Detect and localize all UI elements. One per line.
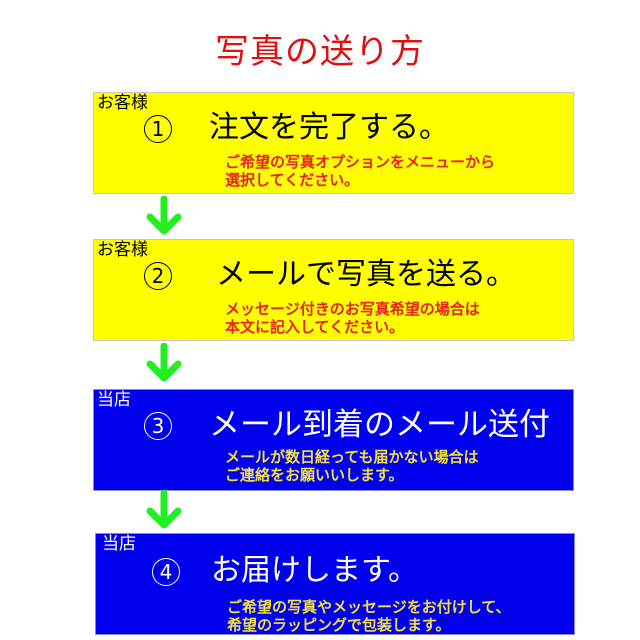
step-note: メッセージ付きのお写真希望の場合は 本文に記入してください。 [225,300,480,336]
page-title: 写真の送り方 [215,32,425,72]
step-actor: お客様 [97,240,148,260]
down-arrow-icon [146,343,182,382]
step-heading: メール到着のメール送付 [209,407,550,443]
step-2-box: お客様 2 メールで写真を送る。 メッセージ付きのお写真希望の場合は 本文に記入… [93,239,574,341]
step-heading: お届けします。 [211,553,418,588]
step-number-badge: 4 [152,558,180,586]
step-note: メールが数日経っても届かない場合は ご連絡をお願いいします。 [225,448,479,484]
down-arrow-icon [146,196,182,235]
step-note-line: ご連絡をお願いいします。 [225,466,404,484]
step-note-line: 希望のラッピングで包装します。 [227,616,451,634]
step-number-badge: 3 [144,412,172,440]
step-note: ご希望の写真オプションをメニューから 選択してください。 [225,153,495,189]
step-note-line: 選択してください。 [225,171,360,189]
step-actor: 当店 [97,390,131,410]
step-3-box: 当店 3 メール到着のメール送付 メールが数日経っても届かない場合は ご連絡をお… [93,389,574,491]
step-number-badge: 1 [144,115,172,143]
step-note-line: メールが数日経っても届かない場合は [225,448,479,466]
step-note-line: 本文に記入してください。 [225,318,405,336]
step-note-line: ご希望の写真やメッセージをお付けして、 [227,598,511,616]
step-note-line: ご希望の写真オプションをメニューから [225,153,496,171]
step-actor: お客様 [97,93,148,113]
step-1-box: お客様 1 注文を完了する。 ご希望の写真オプションをメニューから 選択してくだ… [93,92,574,194]
step-note-line: メッセージ付きのお写真希望の場合は [225,300,480,318]
step-note: ご希望の写真やメッセージをお付けして、 希望のラッピングで包装します。 [227,598,511,634]
down-arrow-icon [146,490,182,529]
step-heading: 注文を完了する。 [209,110,449,145]
step-number-badge: 2 [144,262,172,290]
step-heading: メールで写真を送る。 [216,257,516,292]
step-4-box: 当店 4 お届けします。 ご希望の写真やメッセージをお付けして、 希望のラッピン… [95,533,575,635]
step-actor: 当店 [102,534,136,554]
